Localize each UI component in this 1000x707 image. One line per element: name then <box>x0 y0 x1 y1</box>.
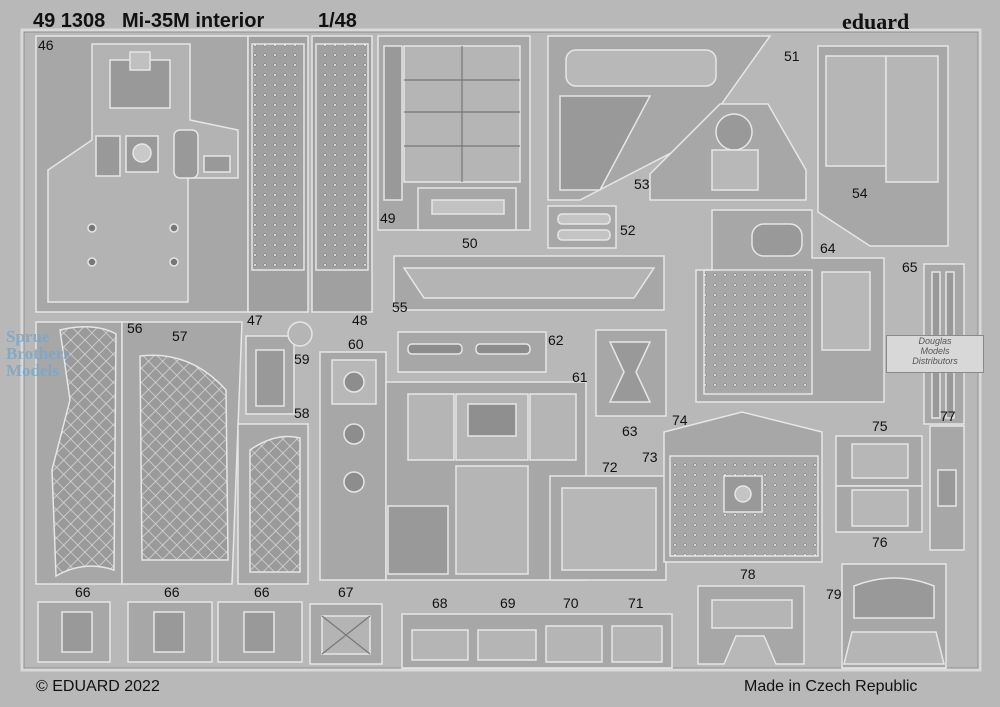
label-59: 59 <box>294 351 310 367</box>
label-52: 52 <box>620 222 636 238</box>
part-76 <box>835 485 923 533</box>
label-68: 68 <box>432 595 448 611</box>
label-53: 53 <box>634 176 650 192</box>
label-62: 62 <box>548 332 564 348</box>
part-56 <box>35 321 123 585</box>
part-48 <box>311 35 373 313</box>
label-66c: 66 <box>254 584 270 600</box>
label-47: 47 <box>247 312 263 328</box>
label-74: 74 <box>672 412 688 428</box>
label-61: 61 <box>572 369 588 385</box>
label-60: 60 <box>348 336 364 352</box>
part-68-71 <box>401 613 673 669</box>
part-51 <box>547 35 772 201</box>
part-57 <box>121 321 243 585</box>
douglas-line-1: Douglas <box>918 336 952 346</box>
part-52 <box>547 205 617 249</box>
label-66a: 66 <box>75 584 91 600</box>
part-79 <box>841 563 947 669</box>
part-63 <box>595 329 667 417</box>
part-75 <box>835 435 923 487</box>
part-50 <box>417 187 517 231</box>
part-66 <box>37 601 303 663</box>
part-46 <box>35 35 249 313</box>
part-62 <box>397 331 547 373</box>
part-53 <box>649 103 807 201</box>
origin-text: Made in Czech Republic <box>744 678 918 695</box>
label-67: 67 <box>338 584 354 600</box>
watermark-line-1: Sprue <box>6 327 50 346</box>
label-58: 58 <box>294 405 310 421</box>
label-51: 51 <box>784 48 800 64</box>
label-48: 48 <box>352 312 368 328</box>
label-79: 79 <box>826 586 842 602</box>
douglas-models-watermark: Douglas Models Distributors <box>886 335 984 373</box>
label-69: 69 <box>500 595 516 611</box>
label-49: 49 <box>380 210 396 226</box>
part-60 <box>319 351 387 581</box>
label-46: 46 <box>38 37 54 53</box>
label-70: 70 <box>563 595 579 611</box>
label-54: 54 <box>852 185 868 201</box>
label-65: 65 <box>902 259 918 275</box>
fret-scale: 1/48 <box>318 10 357 32</box>
label-66b: 66 <box>164 584 180 600</box>
label-55: 55 <box>392 299 408 315</box>
part-47 <box>247 35 309 313</box>
part-55 <box>393 255 665 311</box>
watermark-line-3: Models <box>6 361 59 380</box>
label-77: 77 <box>940 408 956 424</box>
douglas-line-3: Distributors <box>912 356 958 366</box>
label-71: 71 <box>628 595 644 611</box>
part-78 <box>697 585 805 665</box>
part-72 <box>549 475 667 581</box>
part-77 <box>929 425 965 551</box>
label-75: 75 <box>872 418 888 434</box>
part-58 <box>237 423 309 585</box>
sprue-brothers-watermark: Sprue Brothers Models <box>6 328 70 379</box>
label-56: 56 <box>127 320 143 336</box>
watermark-line-2: Brothers <box>6 344 70 363</box>
label-50: 50 <box>462 235 478 251</box>
label-72: 72 <box>602 459 618 475</box>
fret-title: Mi-35M interior <box>122 10 265 32</box>
part-64 <box>695 209 885 403</box>
part-54 <box>817 45 949 247</box>
label-64: 64 <box>820 240 836 256</box>
part-67 <box>309 603 383 665</box>
label-57: 57 <box>172 328 188 344</box>
copyright-text: © EDUARD 2022 <box>36 678 160 695</box>
label-76: 76 <box>872 534 888 550</box>
fret-code: 49 1308 <box>33 10 106 32</box>
label-73: 73 <box>642 449 658 465</box>
eduard-logo: eduard <box>842 9 910 34</box>
part-59 <box>245 321 313 415</box>
label-63: 63 <box>622 423 638 439</box>
part-73-74 <box>663 411 823 563</box>
label-78: 78 <box>740 566 756 582</box>
douglas-line-2: Models <box>920 346 950 356</box>
